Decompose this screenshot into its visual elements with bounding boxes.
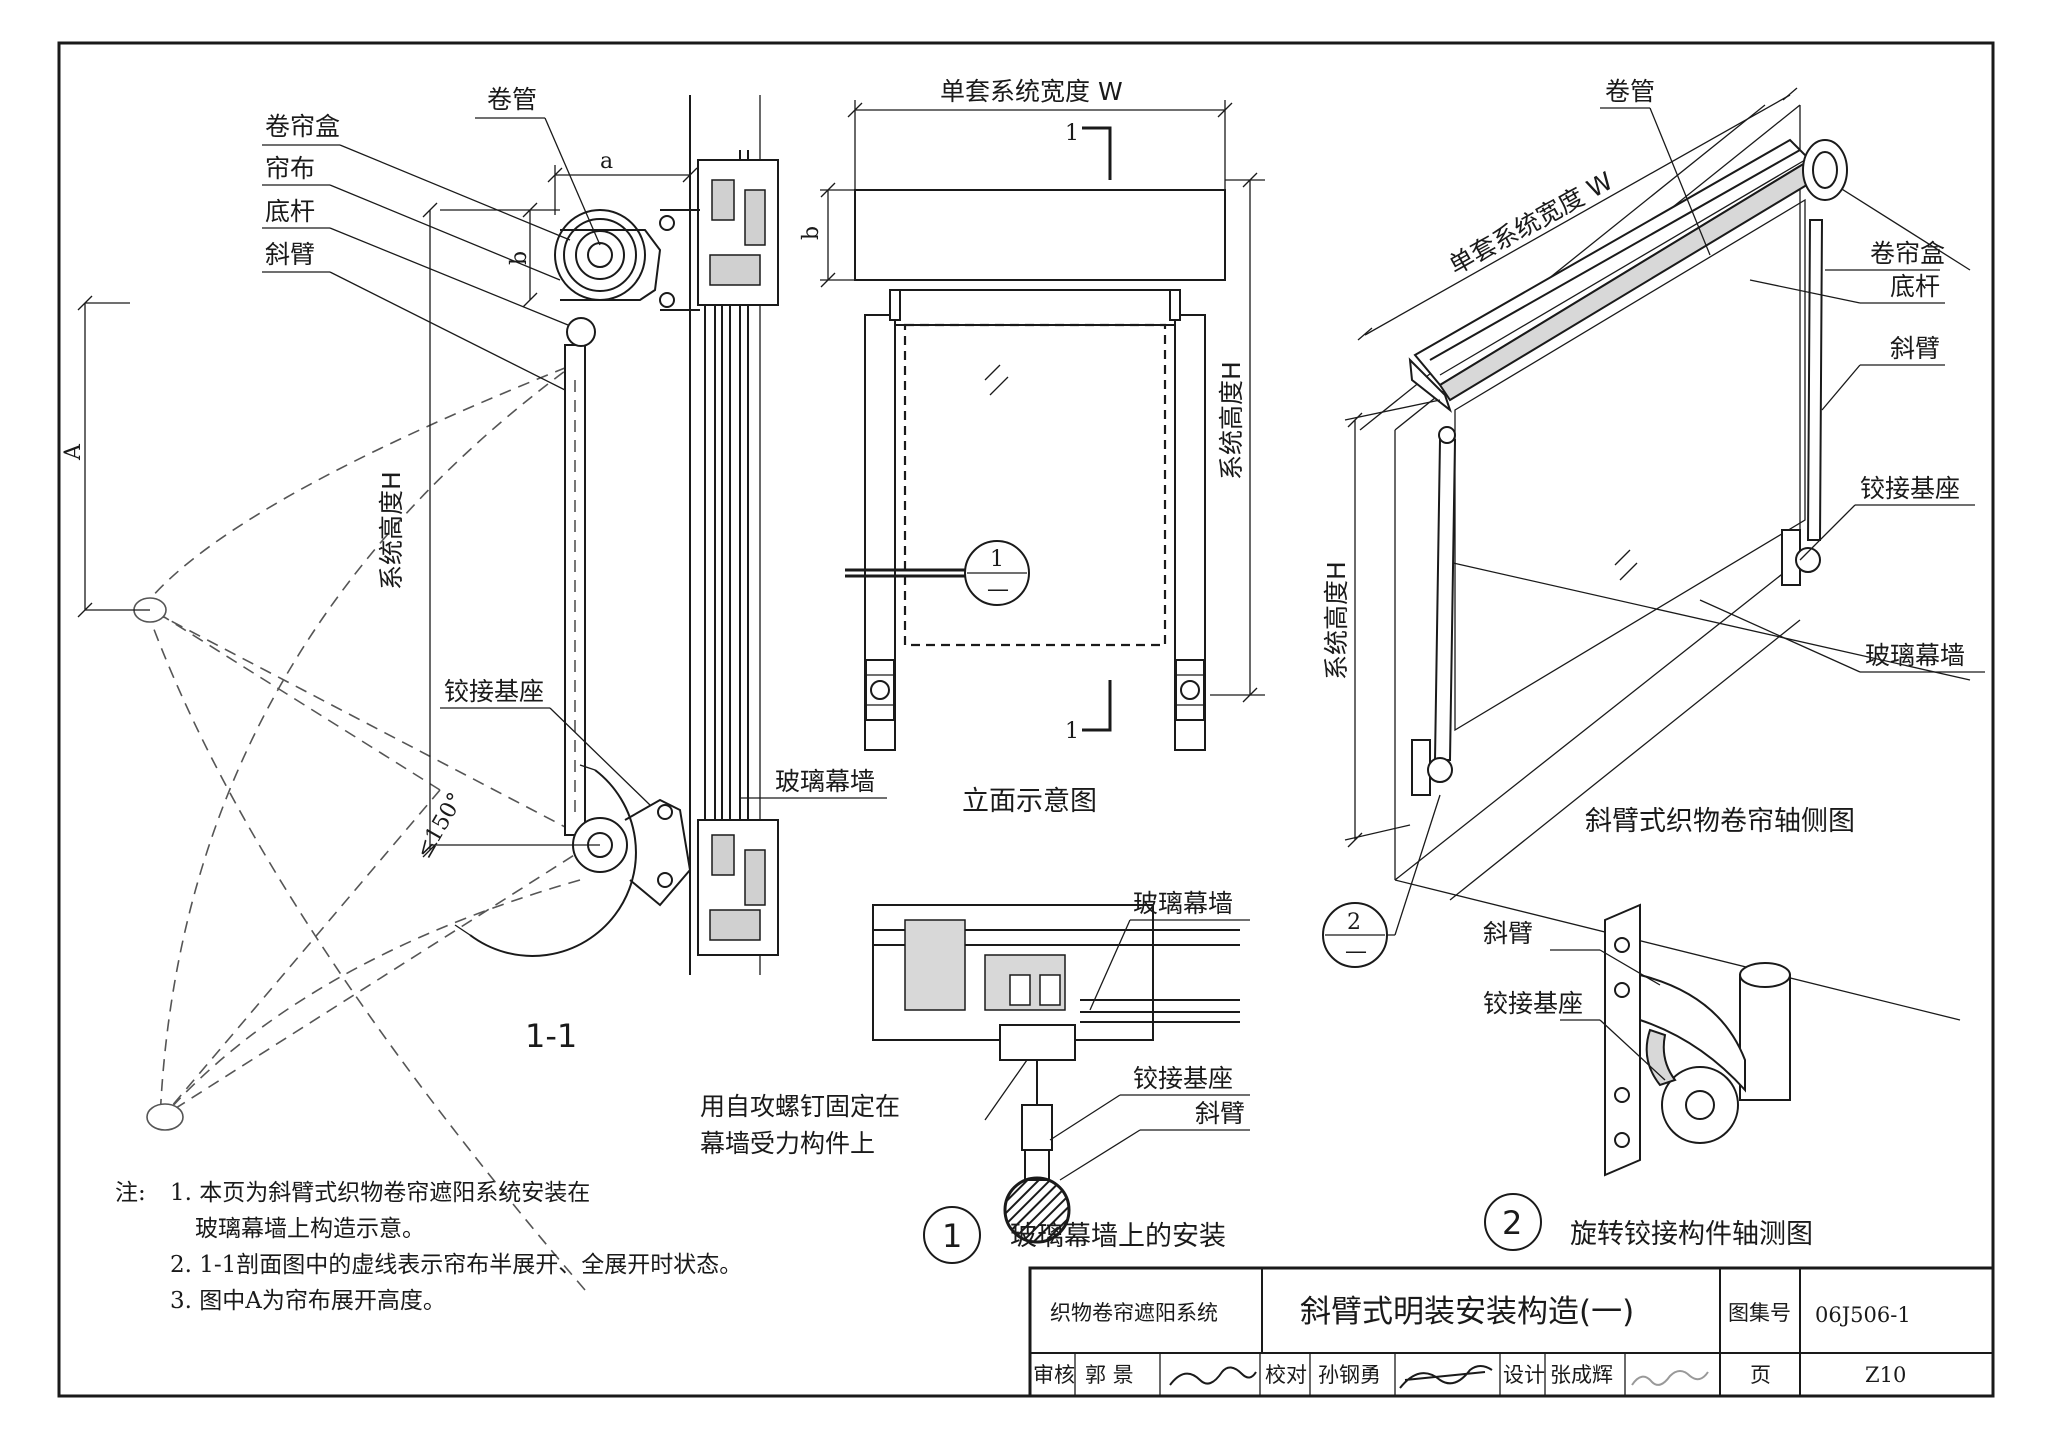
axo-label-roller-box: 卷帘盒	[1870, 239, 1945, 268]
angle-label: ≤150°	[412, 789, 469, 863]
elev-hinge-left	[865, 659, 895, 721]
axo-detail-sheet: —	[1345, 939, 1367, 964]
arm-end-cap-full	[146, 1103, 184, 1131]
curtain-wall-profile-section	[659, 95, 779, 975]
note-3: 3. 图中A为帘布展开高度。	[170, 1288, 446, 1314]
note-1b: 玻璃幕墙上构造示意。	[195, 1216, 425, 1242]
elev-hinge-right	[1175, 659, 1205, 721]
axonometric-view: 单套系统宽度 W	[1322, 77, 1985, 1021]
label-hinge-base-1-1: 铰接基座	[444, 677, 544, 706]
detail-2-num: 2	[1502, 1204, 1522, 1242]
elev-roller-box	[854, 189, 1226, 281]
section-mark-bottom: 1	[1065, 719, 1079, 744]
tb-review-label: 审核	[1033, 1363, 1075, 1387]
axo-label-bottom-bar: 底杆	[1890, 272, 1940, 301]
tb-page-no: Z10	[1865, 1363, 1906, 1387]
label-glass-wall-1-1: 玻璃幕墙	[775, 767, 875, 796]
detail-1-label-inclined-arm: 斜臂	[1195, 1099, 1245, 1128]
notes-prefix: 注:	[115, 1180, 146, 1206]
dim-a: a	[600, 149, 613, 174]
elev-width-label: 单套系统宽度 W	[940, 77, 1123, 106]
detail-2-title: 旋转铰接构件轴测图	[1570, 1219, 1813, 1250]
detail-2-label-hinge-base: 铰接基座	[1483, 989, 1583, 1018]
axo-roller-box	[1408, 138, 1848, 413]
detail-1-arm-section	[1003, 1176, 1071, 1244]
detail-1-label-screw-2: 幕墙受力构件上	[700, 1129, 875, 1158]
elev-detail-num: 1	[990, 547, 1004, 572]
dim-b: b	[507, 251, 532, 265]
title-block: 织物卷帘遮阳系统 斜臂式明装安装构造(一) 图集号 06J506-1 审核 郭 …	[1028, 1266, 1995, 1398]
tb-designer: 张成辉	[1550, 1363, 1613, 1387]
elevation-title: 立面示意图	[962, 786, 1097, 817]
sheet-frame	[57, 41, 1995, 1398]
tb-check-label: 校对	[1265, 1363, 1307, 1387]
section-1-1: a b 系统高度H A ≤150° 卷管 卷帘盒 帘布 底杆	[61, 85, 887, 1291]
detail-1-num: 1	[942, 1217, 962, 1255]
tb-designer-signature	[1631, 1370, 1709, 1386]
axo-label-inclined-arm: 斜臂	[1890, 334, 1940, 363]
elev-height-label: 系统高度H	[1217, 361, 1246, 480]
label-roll-tube-1-1: 卷管	[487, 85, 537, 114]
tb-reviewer: 郭 景	[1085, 1363, 1134, 1387]
note-2: 2. 1-1剖面图中的虚线表示帘布半展开、全展开时状态。	[170, 1252, 742, 1278]
dim-A: A	[61, 443, 86, 461]
tb-drawing-title: 斜臂式明装安装构造(一)	[1300, 1294, 1634, 1330]
detail-1: 玻璃幕墙 用自攻螺钉固定在 幕墙受力构件上 铰接基座 斜臂 1 玻璃幕墙上的安装	[700, 889, 1250, 1264]
axonometric-title: 斜臂式织物卷帘轴侧图	[1585, 806, 1855, 837]
label-inclined-arm-1-1: 斜臂	[265, 240, 315, 269]
tb-system: 织物卷帘遮阳系统	[1050, 1301, 1218, 1325]
elev-dim-b: b	[799, 226, 824, 240]
detail-1-title: 玻璃幕墙上的安装	[1010, 1221, 1226, 1252]
detail-1-label-screw-1: 用自攻螺钉固定在	[700, 1092, 900, 1121]
axo-hinge-right	[1781, 529, 1821, 586]
label-fabric-1-1: 帘布	[265, 154, 315, 183]
elev-detail-sheet: —	[987, 577, 1009, 602]
axo-inclined-arm-right	[1806, 219, 1824, 541]
axo-label-roll-tube: 卷管	[1605, 77, 1655, 106]
tb-design-label: 设计	[1503, 1363, 1545, 1387]
axo-hinge-left	[1411, 739, 1453, 796]
axo-detail-num: 2	[1347, 910, 1361, 935]
elevation-view: 单套系统宽度 W 1 b	[799, 77, 1265, 817]
section-1-1-title: 1-1	[525, 1017, 577, 1055]
elev-fabric	[903, 323, 1167, 647]
detail-2: 斜臂 铰接基座 2 旋转铰接构件轴测图	[1483, 903, 1813, 1251]
tb-reviewer-signature	[1169, 1366, 1257, 1386]
tb-page-label: 页	[1750, 1363, 1771, 1387]
axo-inclined-arm-left	[1433, 426, 1457, 761]
tb-checker: 孙钢勇	[1318, 1363, 1381, 1387]
tb-atlas-label: 图集号	[1728, 1301, 1791, 1325]
detail-1-label-hinge-base: 铰接基座	[1133, 1064, 1233, 1093]
notes: 注: 1. 本页为斜臂式织物卷帘遮阳系统安装在 玻璃幕墙上构造示意。 2. 1-…	[115, 1180, 742, 1314]
detail-2-label-inclined-arm: 斜臂	[1483, 919, 1533, 948]
roller-box-section	[554, 209, 662, 301]
tb-checker-signature	[1399, 1365, 1493, 1389]
detail-1-label-glass-wall: 玻璃幕墙	[1133, 889, 1233, 918]
axo-label-glass-wall: 玻璃幕墙	[1865, 641, 1965, 670]
note-1: 1. 本页为斜臂式织物卷帘遮阳系统安装在	[170, 1180, 590, 1206]
bottom-bar-section	[566, 317, 596, 347]
detail-1-number-circle	[923, 1206, 981, 1264]
axo-label-hinge-base: 铰接基座	[1860, 474, 1960, 503]
label-roller-box-1-1: 卷帘盒	[265, 112, 340, 141]
section-mark-top: 1	[1065, 121, 1079, 146]
label-bottom-bar-1-1: 底杆	[265, 197, 315, 226]
tb-atlas-no: 06J506-1	[1815, 1303, 1911, 1327]
dim-system-height: 系统高度H	[377, 471, 406, 590]
hinge-base-section	[572, 798, 692, 907]
detail-2-number-circle	[1484, 1193, 1542, 1251]
axo-height-label: 系统高度H	[1322, 561, 1351, 680]
